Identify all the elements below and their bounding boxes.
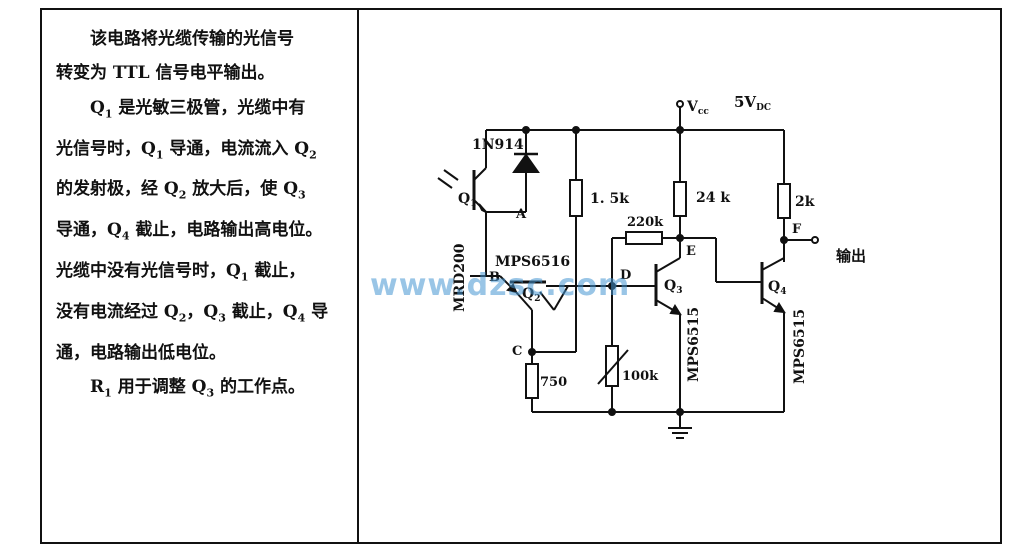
q1-emitter-arrow (478, 203, 487, 213)
r220k-label: 220k (627, 215, 664, 230)
vcc-terminal (676, 100, 684, 108)
figure-frame (40, 8, 1002, 544)
q1-part-label: MRD200 (452, 243, 468, 312)
subscript: 2 (178, 311, 187, 325)
node-a-label: A (515, 207, 527, 222)
text-segment: Q (90, 97, 105, 118)
description-line: 导通，Q4 截止，电路输出高电位。 (56, 213, 356, 254)
q4-collector (761, 257, 785, 271)
subscript: 4 (297, 311, 306, 325)
q3-part-label: MPS6515 (686, 307, 702, 382)
r750-resistor (525, 363, 539, 399)
subscript: 4 (121, 229, 130, 243)
text-segment: 没有电流经过 Q (56, 301, 179, 322)
q4-part-label: MPS6515 (792, 309, 808, 384)
subscript: 2 (178, 188, 187, 202)
text-segment: 是光敏三极管，光缆中有 (112, 97, 306, 118)
text-segment: 截止， (248, 261, 306, 281)
node-dot (676, 408, 684, 416)
r1k5-resistor (569, 179, 583, 217)
text-segment: 截止，电路输出高电位。 (129, 220, 323, 241)
subscript: 1 (104, 107, 113, 121)
description-line: 没有电流经过 Q2，Q3 截止，Q4 导 (56, 295, 356, 336)
subscript: 3 (298, 188, 306, 202)
output-label: 输出 (836, 247, 866, 265)
text-segment: 光信号时，Q (56, 138, 156, 159)
vcc-label: Vcc (686, 99, 709, 117)
q2-emitter-arrow (506, 283, 518, 294)
diode-body (512, 153, 540, 173)
text-segment: 导通，电流流入 Q (163, 138, 310, 159)
node-dot (780, 236, 788, 244)
r2k-label: 2k (795, 194, 815, 210)
light-arrow (437, 177, 453, 189)
node-d-label: D (620, 268, 631, 283)
description-text: 该电路将光缆传输的光信号转变为 TTL 信号电平输出。Q1 是光敏三极管，光缆中… (56, 22, 356, 411)
subscript: 3 (206, 386, 215, 400)
q2-lead (553, 285, 569, 311)
node-e-label: E (686, 244, 696, 259)
q1-label: Q1 (458, 191, 476, 209)
diode-label: 1N914 (472, 137, 524, 153)
text-segment: 的发射极，经 Q (56, 179, 179, 200)
supply-label: 5VDC (734, 93, 771, 113)
subscript: 2 (309, 148, 317, 161)
description-line: 光信号时，Q1 导通，电流流入 Q2 (56, 132, 356, 173)
text-segment: R (90, 377, 105, 397)
r750-label: 750 (540, 375, 567, 390)
q2-part-label: MPS6516 (495, 254, 570, 270)
text-segment: 导通，Q (56, 220, 122, 241)
subscript: 3 (218, 311, 226, 325)
description-line: 通，电路输出低电位。 (56, 336, 356, 370)
q3-collector (655, 257, 681, 273)
text-segment: 用于调整 Q (111, 377, 207, 397)
r2k-resistor (777, 183, 791, 219)
q2-collector (539, 291, 555, 311)
r24k-resistor (673, 181, 687, 217)
light-arrow (443, 169, 459, 181)
description-line: 的发射极，经 Q2 放大后，使 Q3 (56, 172, 356, 213)
text-segment: 光缆中没有光信号时，Q (56, 261, 241, 281)
subscript: 1 (104, 386, 112, 400)
text-segment: ，Q (186, 301, 219, 322)
q2-label: Q2 (522, 286, 540, 304)
subscript: 1 (155, 148, 164, 161)
description-line: 光缆中没有光信号时，Q1 截止， (56, 254, 356, 295)
q4-label: Q4 (768, 279, 786, 297)
text-segment: 放大后，使 Q (186, 179, 299, 200)
text-segment: 通，电路输出低电位。 (56, 342, 226, 363)
text-segment: 转变为 TTL 信号电平输出。 (56, 63, 275, 84)
node-b-label: B (489, 270, 500, 285)
r100k-adjust (597, 349, 629, 385)
text-segment: 截止，Q (225, 301, 298, 322)
description-line: Q1 是光敏三极管，光缆中有 (56, 91, 356, 132)
r100k-resistor (605, 345, 619, 387)
description-line: R1 用于调整 Q3 的工作点。 (56, 370, 356, 411)
watermark: www.dzsc.com (370, 268, 631, 303)
q3-emitter-arrow (669, 304, 682, 316)
q2-lead (515, 291, 533, 311)
text-segment: 导 (305, 301, 329, 322)
node-f-label: F (792, 222, 802, 237)
text-segment: 该电路将光缆传输的光信号 (90, 29, 294, 49)
description-line: 转变为 TTL 信号电平输出。 (56, 56, 356, 90)
node-dot (676, 126, 684, 134)
q1-collector (473, 167, 487, 181)
description-line: 该电路将光缆传输的光信号 (56, 22, 356, 56)
r220k-resistor (625, 231, 663, 245)
output-terminal (811, 236, 819, 244)
q4-emitter-arrow (773, 302, 786, 314)
q3-label: Q3 (664, 278, 682, 296)
r100k-label: 100k (622, 369, 659, 384)
node-c-label: C (512, 344, 522, 359)
node-dot (608, 408, 616, 416)
text-schematic-divider (357, 10, 359, 544)
text-segment: 的工作点。 (214, 377, 306, 397)
r24k-label: 24 k (696, 190, 730, 206)
r1k5-label: 1. 5k (590, 191, 629, 207)
subscript: 1 (240, 270, 249, 284)
